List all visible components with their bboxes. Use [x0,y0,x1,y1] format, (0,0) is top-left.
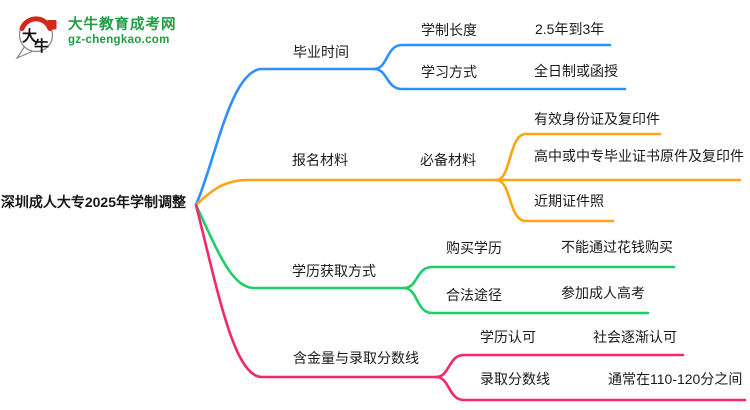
brand-name: 大牛教育成考网 [68,17,177,33]
branch-3-main-line [194,203,406,290]
branch-4-row-2-line [434,375,747,402]
branch-4-row-2-node: 录取分数线 [480,371,550,387]
branch-3-lines [194,203,676,315]
branch-4-row-1-node: 学历认可 [480,329,536,345]
branch-3-row-2-node: 合法途径 [446,287,502,303]
logo-seal [47,20,57,30]
branch-2-leaf-2: 高中或中专毕业证书原件及复印件 [534,148,744,164]
logo-char-niu: 牛 [34,37,49,55]
logo-char-da: 大 [22,27,37,45]
branch-2-leaf-1-line [494,132,662,182]
branch-4-main-line [194,203,438,379]
branch-2-label: 报名材料 [292,152,348,168]
branch-1-row-1-line [372,43,612,71]
site-logo[interactable]: 大 牛 大牛教育成考网 gz-chengkao.com [13,10,177,60]
branch-3-row-2-leaf: 参加成人高考 [561,285,645,301]
branch-1-row-1-node: 学制长度 [421,22,477,38]
brand-url: gz-chengkao.com [68,33,170,46]
branch-2-leaf-3: 近期证件照 [534,193,604,209]
branch-2-node: 必备材料 [420,152,476,168]
branch-4-row-2-leaf: 通常在110-120分之间 [608,371,743,387]
branch-1-lines [194,43,627,207]
branch-4-lines [194,203,747,402]
branch-1-row-2-node: 学习方式 [421,64,477,80]
daniu-logo-icon: 大 牛 [15,16,57,60]
root-node: 深圳成人大专2025年学制调整 [0,194,186,210]
branch-4-row-1-leaf: 社会逐渐认可 [593,329,677,345]
branch-1-row-2-leaf: 全日制或函授 [534,63,618,79]
branch-3-label: 学历获取方式 [292,263,376,279]
branch-3-row-1-leaf: 不能通过花钱购买 [561,239,673,255]
branch-3-row-1-node: 购买学历 [446,240,502,256]
branch-3-row-2-line [402,286,650,315]
branch-2-leaf-1: 有效身份证及复印件 [534,111,660,127]
branch-1-row-1-leaf: 2.5年到3年 [535,21,605,37]
branch-1-row-2-line [372,67,627,91]
branch-1-main-line [194,67,376,207]
branch-2-main-line [194,178,742,207]
branch-1-label: 毕业时间 [293,44,349,60]
branch-4-label: 含金量与录取分数线 [293,350,419,366]
branch-4-row-1-line [434,353,685,379]
brand-text-block: 大牛教育成考网 gz-chengkao.com [68,10,177,48]
branch-3-row-1-line [402,265,676,290]
branch-2-leaf-3-line [494,178,615,223]
branch-2-lines [194,132,742,223]
